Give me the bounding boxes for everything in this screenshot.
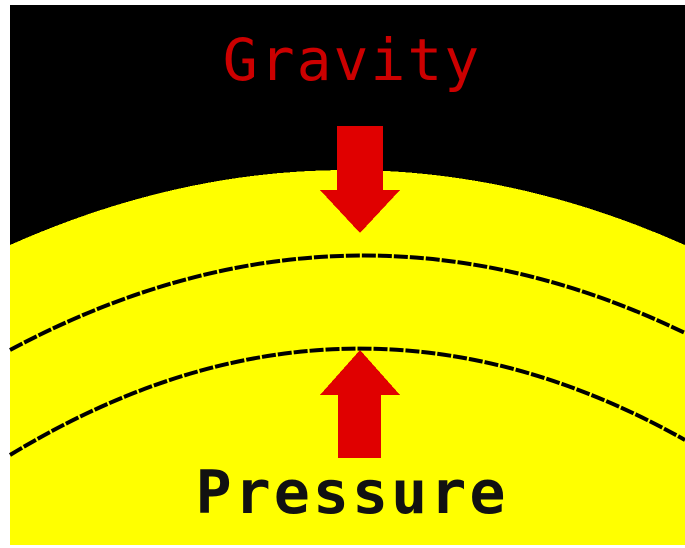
- layer-boundary-lower: [8, 346, 685, 457]
- layer-boundary-upper: [9, 253, 685, 352]
- pressure-arrow: [320, 350, 400, 458]
- pressure-label: Pressure: [196, 458, 509, 528]
- gravity-arrow: [320, 126, 400, 233]
- gravity-label: Gravity: [223, 26, 481, 94]
- star-surface: [10, 170, 685, 545]
